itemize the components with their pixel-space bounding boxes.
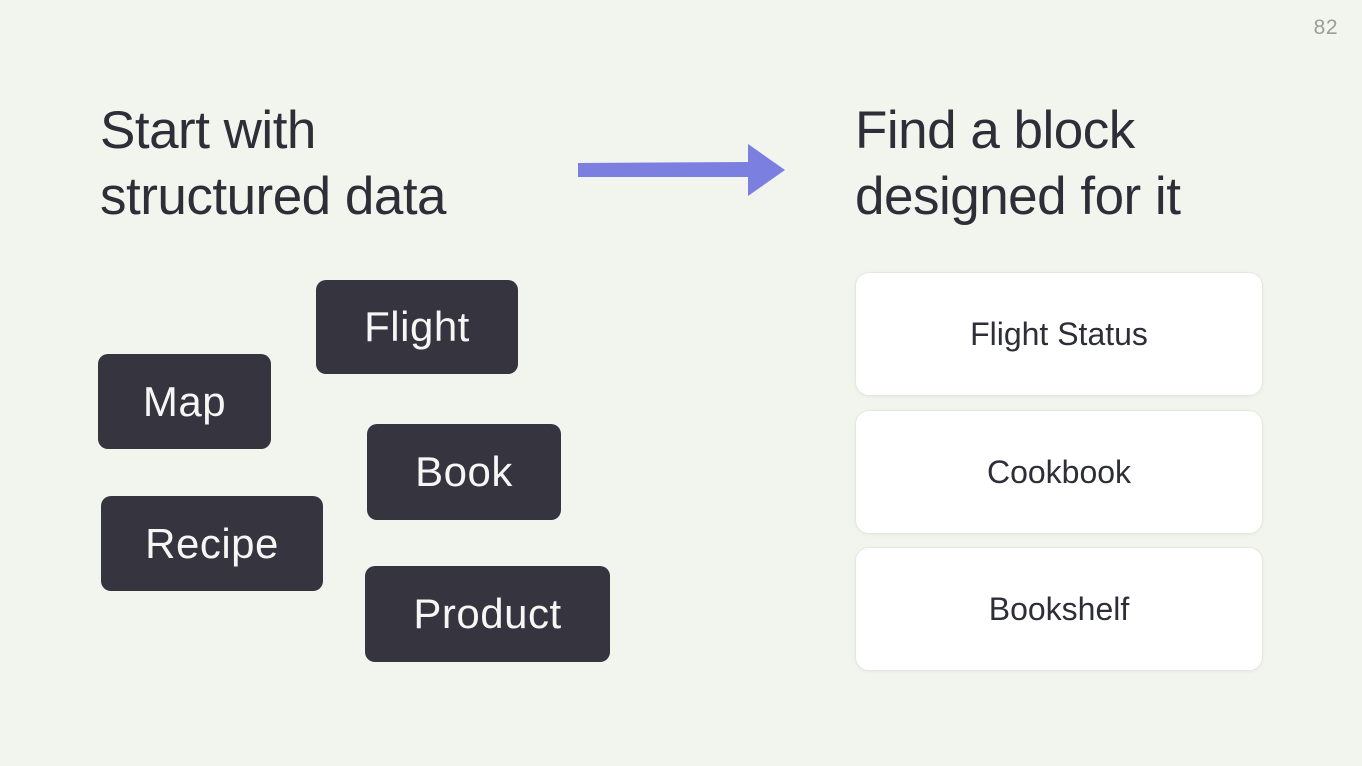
block-card-label: Bookshelf — [988, 590, 1130, 627]
right-heading: Find a block designed for it — [855, 101, 1181, 226]
data-tag-map: Map — [98, 354, 271, 449]
right-arrow-shape — [578, 144, 785, 196]
block-card-label: Flight Status — [970, 315, 1148, 352]
block-card-bookshelf: Bookshelf — [855, 547, 1263, 671]
data-tag-flight: Flight — [316, 280, 518, 374]
data-tag-book: Book — [367, 424, 561, 520]
data-tag-label: Recipe — [145, 519, 279, 567]
left-heading: Start with structured data — [100, 101, 447, 226]
right-arrow-icon — [578, 144, 785, 196]
data-tag-product: Product — [365, 566, 610, 662]
data-tag-label: Book — [415, 448, 513, 495]
data-tag-label: Flight — [364, 303, 470, 350]
data-tag-label: Product — [413, 590, 562, 637]
block-card-label: Cookbook — [986, 453, 1132, 490]
page-number: 82 — [1313, 16, 1338, 39]
data-tag-label: Map — [142, 377, 227, 425]
block-card-flight-status: Flight Status — [855, 272, 1263, 396]
block-card-cookbook: Cookbook — [855, 410, 1263, 534]
data-tag-recipe: Recipe — [101, 496, 323, 591]
